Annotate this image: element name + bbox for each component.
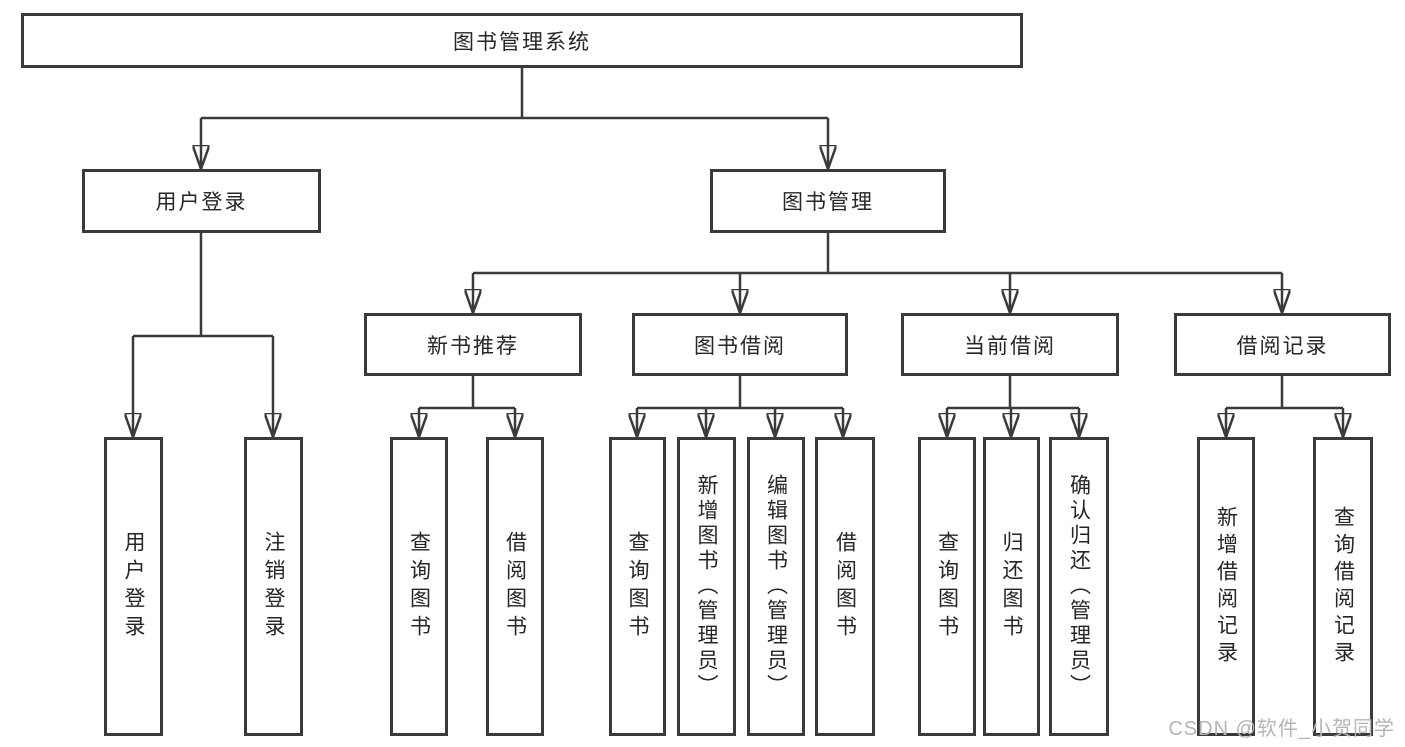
leaf-query-books-recommend: 查询图书 (390, 437, 448, 736)
node-book-management: 图书管理 (710, 169, 946, 233)
leaf-borrow-books-recommend-label: 借阅图书 (503, 530, 527, 643)
node-user-login: 用户登录 (82, 169, 321, 233)
leaf-query-books-recommend-label: 查询图书 (407, 530, 431, 643)
leaf-add-borrow-record-label: 新增借阅记录 (1214, 505, 1238, 668)
leaf-confirm-return-admin-label: 确认归还（管理员） (1067, 474, 1091, 699)
leaf-query-books-current: 查询图书 (918, 437, 976, 736)
leaf-query-books-current-label: 查询图书 (935, 530, 959, 643)
leaf-query-borrow-record-label: 查询借阅记录 (1331, 505, 1355, 668)
node-current-borrow: 当前借阅 (901, 313, 1119, 376)
leaf-user-login-label: 用户登录 (122, 530, 145, 643)
node-new-book-recommend: 新书推荐 (364, 313, 582, 376)
leaf-return-book: 归还图书 (983, 437, 1040, 736)
node-borrow-records: 借阅记录 (1174, 313, 1391, 376)
leaf-logout: 注销登录 (244, 437, 303, 736)
leaf-borrow-books: 借阅图书 (815, 437, 875, 736)
leaf-user-login: 用户登录 (104, 437, 163, 736)
leaf-edit-book-admin-label: 编辑图书（管理员） (764, 474, 788, 699)
leaf-add-borrow-record: 新增借阅记录 (1197, 437, 1255, 736)
leaf-borrow-books-label: 借阅图书 (833, 530, 857, 643)
csdn-watermark: CSDN @软件_小贺同学 (1168, 718, 1395, 740)
leaf-add-book-admin: 新增图书（管理员） (677, 437, 736, 736)
node-library-management-system: 图书管理系统 (21, 13, 1023, 68)
leaf-query-books-borrow: 查询图书 (609, 437, 666, 736)
leaf-logout-label: 注销登录 (262, 530, 285, 643)
leaf-add-book-admin-label: 新增图书（管理员） (695, 474, 718, 699)
leaf-query-books-borrow-label: 查询图书 (626, 530, 649, 643)
leaf-edit-book-admin: 编辑图书（管理员） (747, 437, 805, 736)
node-book-borrow: 图书借阅 (632, 313, 848, 376)
leaf-return-book-label: 归还图书 (1000, 530, 1023, 643)
leaf-confirm-return-admin: 确认归还（管理员） (1049, 437, 1109, 736)
leaf-borrow-books-recommend: 借阅图书 (486, 437, 544, 736)
leaf-query-borrow-record: 查询借阅记录 (1313, 437, 1373, 736)
